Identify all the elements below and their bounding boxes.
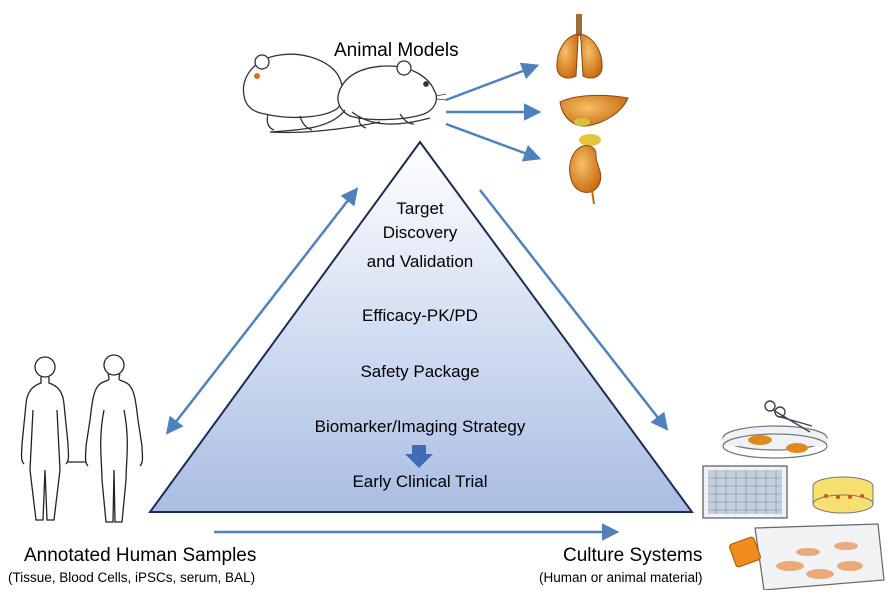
kidney-icon <box>569 134 602 205</box>
safety-label: Safety Package <box>360 362 480 381</box>
target-label-line1: Target <box>396 199 444 218</box>
culture-systems-subtitle: (Human or animal material) <box>539 570 703 585</box>
target-label-line3: and Validation <box>366 252 474 271</box>
animal-models-label: Animal Models <box>334 40 459 61</box>
culture-dish-icon <box>812 476 874 514</box>
human-samples-title: Annotated Human Samples <box>24 545 257 566</box>
arrow-to-kidney <box>445 122 542 162</box>
liver-icon <box>559 94 629 127</box>
scissors-icon <box>764 400 813 433</box>
arrow-animal-culture <box>479 189 669 431</box>
human-figures-icon <box>20 354 144 523</box>
lungs-icon <box>556 14 603 79</box>
culture-flask-icon <box>729 523 885 591</box>
human-samples-subtitle: (Tissue, Blood Cells, iPSCs, serum, BAL) <box>8 570 256 585</box>
well-plate-icon <box>702 465 788 519</box>
efficacy-label: Efficacy-PK/PD <box>362 306 478 325</box>
biomarker-label: Biomarker/Imaging Strategy <box>314 417 526 436</box>
target-label-line2: Discovery <box>382 223 458 242</box>
culture-systems-title: Culture Systems <box>563 545 703 566</box>
clinical-trial-label: Early Clinical Trial <box>352 472 488 491</box>
arrow-to-lungs <box>445 62 540 102</box>
petri-dish-icon <box>722 425 828 459</box>
arrow-human-animal <box>165 187 359 435</box>
down-arrow-icon <box>405 445 433 468</box>
mouse-icon <box>242 53 448 134</box>
